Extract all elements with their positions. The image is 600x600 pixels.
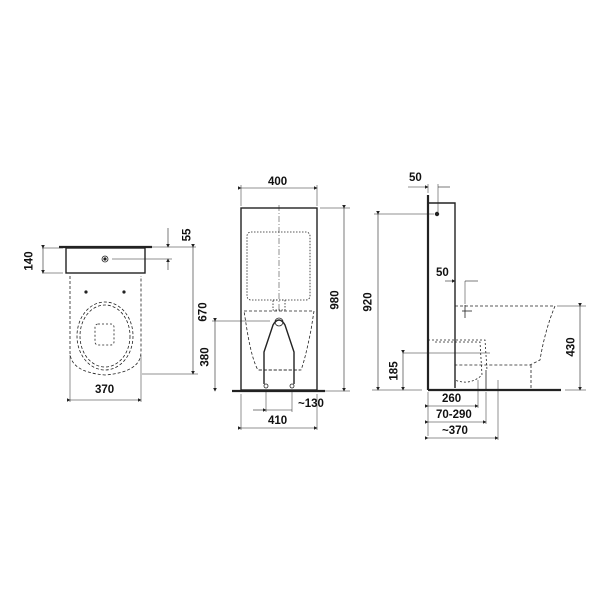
front-view <box>212 185 350 430</box>
dimension-260: 260 <box>442 393 462 405</box>
dimension-70-290: 70-290 <box>436 409 472 421</box>
side-view <box>372 184 586 440</box>
dimension-130: ~130 <box>298 398 324 410</box>
dimension-400: 400 <box>268 176 288 188</box>
dimension-55: 55 <box>181 228 194 242</box>
dimension-185: 185 <box>388 361 401 381</box>
dimension-920: 920 <box>362 292 375 312</box>
dimension-50-top: 50 <box>409 172 422 184</box>
top-view <box>41 228 198 402</box>
dimension-980: 980 <box>329 290 342 310</box>
dimension-370-width: 370 <box>95 384 115 396</box>
dimension-140: 140 <box>23 251 36 271</box>
dimension-670: 670 <box>197 302 210 322</box>
dimension-410: 410 <box>268 415 288 427</box>
dimension-380: 380 <box>199 347 212 367</box>
dimension-50-mid: 50 <box>436 267 449 279</box>
dimension-430: 430 <box>565 337 578 357</box>
dimension-370-depth: ~370 <box>442 425 468 437</box>
